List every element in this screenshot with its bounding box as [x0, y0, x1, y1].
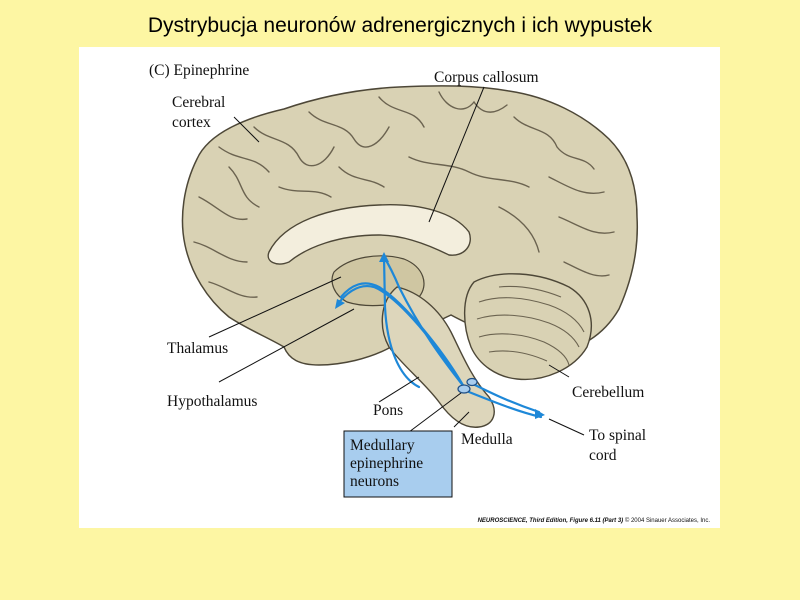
label-thalamus: Thalamus — [167, 340, 228, 357]
credit-title: NEUROSCIENCE, Third Edition, — [477, 518, 568, 524]
gyri-folds — [193, 91, 615, 298]
brain-diagram: (C) Epinephrine Cerebral cortex Corpus c… — [149, 62, 646, 498]
corpus-callosum — [267, 204, 471, 265]
pathway-arrowheads — [335, 252, 545, 419]
credit-copyright: © 2004 Sinauer Associates, Inc. — [624, 518, 710, 524]
figure-credit: NEUROSCIENCE, Third Edition, Figure 6.11… — [478, 518, 710, 524]
neurons-callout-box — [343, 430, 453, 498]
epinephrine-pathway — [335, 255, 543, 419]
cerebellum — [463, 273, 592, 381]
slide-title: Dystrybucja neuronów adrenergicznych i i… — [147, 14, 653, 37]
label-medullary: Medullary — [350, 437, 415, 454]
label-to-spinal: To spinal — [589, 427, 646, 444]
label-neurons: neurons — [350, 473, 399, 490]
label-cerebral: Cerebral — [172, 94, 225, 111]
panel-label: (C) Epinephrine — [149, 62, 249, 79]
label-pons: Pons — [373, 402, 403, 419]
label-cortex: cortex — [172, 114, 211, 131]
label-cerebellum: Cerebellum — [572, 384, 644, 401]
label-medulla: Medulla — [461, 431, 513, 448]
neuron-cell-bodies — [457, 377, 478, 394]
credit-figure: Figure 6.11 (Part 3) — [569, 518, 624, 524]
label-cord: cord — [589, 447, 617, 464]
label-corpus-callosum: Corpus callosum — [434, 69, 539, 86]
figure-panel: (C) Epinephrine Cerebral cortex Corpus c… — [79, 47, 720, 528]
cerebellum-folia — [476, 285, 585, 366]
leader-lines — [208, 86, 585, 436]
label-hypothalamus: Hypothalamus — [167, 393, 257, 410]
label-epinephrine: epinephrine — [350, 455, 423, 472]
